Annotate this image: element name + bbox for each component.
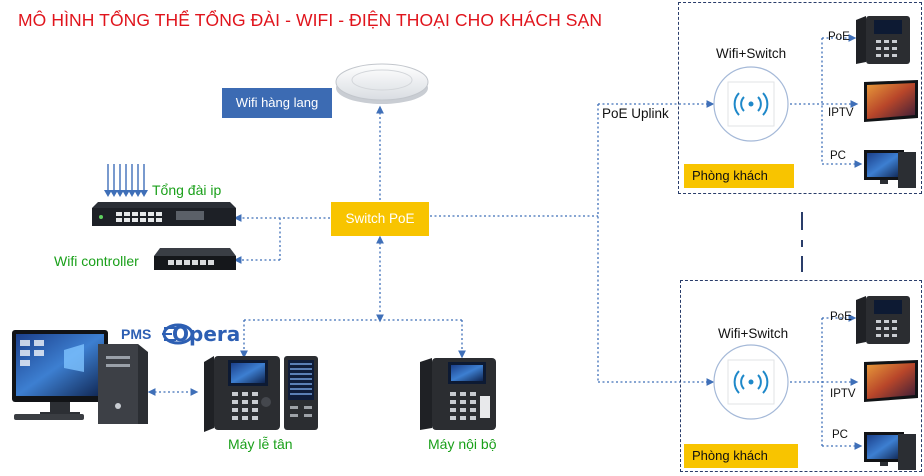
wifi-controller-label: Wifi controller xyxy=(54,253,139,269)
room1-label: Phòng khách xyxy=(684,164,794,188)
opera-logo xyxy=(162,323,194,345)
tv-icon xyxy=(864,360,918,402)
ip-phone-with-expansion-icon xyxy=(204,356,318,432)
room1-device-iptv-label: IPTV xyxy=(828,107,854,119)
desktop-pc-icon xyxy=(864,432,916,470)
router-icon xyxy=(154,248,236,270)
opera-brand: Opera xyxy=(172,322,241,346)
desktop-pc-icon xyxy=(864,150,916,188)
reception-phone-label: Máy lễ tân xyxy=(228,436,293,452)
trunk-lines-icon xyxy=(104,164,148,197)
room2-device-poe-label: PoE xyxy=(830,311,852,323)
wifi-ap-label: Wifi hàng lang xyxy=(222,88,332,118)
internal-phone-label: Máy nội bộ xyxy=(428,436,497,452)
tv-icon xyxy=(864,80,918,122)
pms-label: PMS xyxy=(121,326,152,342)
room-frame-2 xyxy=(680,280,922,472)
room2-device-pc-label: PC xyxy=(832,429,848,441)
room1-hub-label: Wifi+Switch xyxy=(716,46,787,61)
desktop-pc-icon xyxy=(12,330,148,424)
wifi-icon xyxy=(713,344,789,420)
ip-phone-icon xyxy=(856,296,910,344)
switch-poe-box[interactable]: Switch PoE xyxy=(331,202,429,236)
room2-label: Phòng khách xyxy=(684,444,798,468)
room2-hub-label: Wifi+Switch xyxy=(718,326,789,341)
room1-device-pc-label: PC xyxy=(830,150,846,162)
ip-phone-icon xyxy=(856,16,910,64)
connection-lines xyxy=(147,34,863,450)
wifi-icon xyxy=(713,66,789,142)
pbx-label: Tổng đài ip xyxy=(152,182,222,198)
ceiling-access-point-icon xyxy=(335,63,429,104)
room-frame-1 xyxy=(678,2,922,194)
poe-uplink-label: PoE Uplink xyxy=(602,106,669,121)
room1-device-poe-label: PoE xyxy=(828,31,850,43)
ip-phone-icon xyxy=(420,358,496,430)
ip-pbx-icon xyxy=(92,202,236,226)
diagram-title: MÔ HÌNH TỔNG THỂ TỔNG ĐÀI - WIFI - ĐIỆN … xyxy=(18,10,603,30)
room2-device-iptv-label: IPTV xyxy=(830,388,856,400)
